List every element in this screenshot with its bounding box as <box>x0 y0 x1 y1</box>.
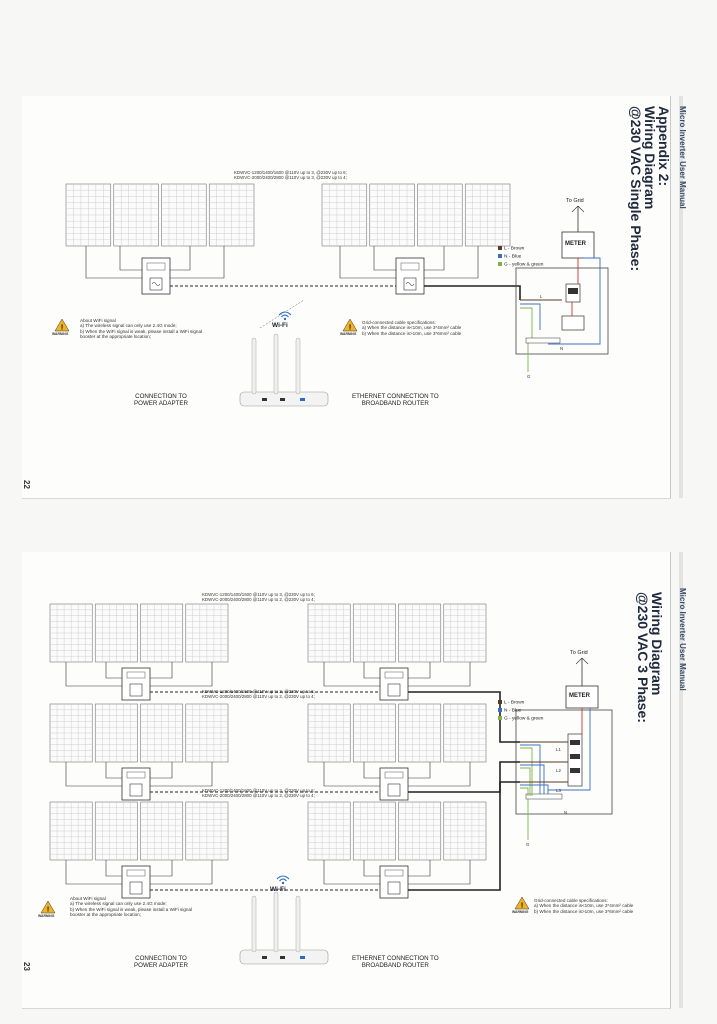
solar-panel <box>307 801 351 861</box>
to-grid-label: To Grid <box>566 198 584 204</box>
solar-panel <box>443 603 487 663</box>
solar-panel <box>94 703 138 763</box>
legend-item: N - Blue <box>498 708 521 714</box>
solar-panel <box>352 801 396 861</box>
solar-panel <box>49 801 93 861</box>
solar-panel <box>307 603 351 663</box>
warning-label: WARNING <box>512 910 529 914</box>
wifi-icon <box>278 311 292 321</box>
micro-inverter <box>379 865 409 899</box>
solar-panel <box>398 603 442 663</box>
warning-label: WARNING <box>340 332 357 336</box>
warning-icon: ! <box>342 318 358 337</box>
micro-inverter <box>121 865 151 899</box>
line-l2-label: L2 <box>556 768 561 773</box>
solar-panel <box>113 183 159 247</box>
solar-panel <box>464 183 511 247</box>
solar-panel-array <box>65 183 255 247</box>
model-note: KDWVC-1200/1400/1600 @110V up to 3, @230… <box>202 788 315 799</box>
solar-panel-array <box>307 603 487 663</box>
warning-label: WARNING <box>52 332 69 336</box>
legend-item: G - yellow & green <box>498 262 543 268</box>
solar-panel <box>185 603 229 663</box>
micro-inverter <box>121 667 151 701</box>
meter-label: METER <box>565 241 586 247</box>
warning-label: WARNING <box>38 914 55 918</box>
micro-inverter <box>121 767 151 801</box>
solar-panel <box>161 183 207 247</box>
solar-panel <box>65 183 112 247</box>
solar-panel-array <box>49 703 229 763</box>
warning-icon: ! <box>514 896 530 915</box>
wifi-icon <box>276 875 290 885</box>
solar-panel <box>208 183 255 247</box>
solar-panel-array <box>321 183 511 247</box>
solar-panel <box>49 703 93 763</box>
solar-panel-array <box>49 603 229 663</box>
micro-inverter <box>379 667 409 701</box>
solar-panel <box>369 183 415 247</box>
page-edge <box>679 552 683 1008</box>
solar-panel <box>140 603 184 663</box>
meter-label: METER <box>569 693 590 699</box>
page-edge <box>679 96 683 498</box>
legend-item: L - Brown <box>498 700 524 706</box>
solar-panel <box>398 703 442 763</box>
legend-item: G - yellow & green <box>498 716 543 722</box>
solar-panel <box>140 703 184 763</box>
solar-panel-array <box>307 703 487 763</box>
line-l3-label: L3 <box>556 788 561 793</box>
line-l1-label: L1 <box>556 747 561 752</box>
warning-icon: ! <box>54 318 70 337</box>
wifi-label: Wi-Fi <box>272 322 288 329</box>
solar-panel <box>307 703 351 763</box>
wifi-label: Wi-Fi <box>270 886 286 893</box>
solar-panel-array <box>49 801 229 861</box>
svg-text:!: ! <box>47 907 49 914</box>
solar-panel <box>443 703 487 763</box>
solar-panel <box>49 603 93 663</box>
line-n-label: N <box>560 346 564 351</box>
solar-panel <box>94 801 138 861</box>
solar-panel-array <box>307 801 487 861</box>
line-g-label: G <box>527 374 531 379</box>
solar-panel <box>398 801 442 861</box>
legend-item: L - Brown <box>498 246 524 252</box>
cable-spec: Grid-connected cable specifications:a) W… <box>534 898 634 914</box>
solar-panel <box>140 801 184 861</box>
svg-text:!: ! <box>521 903 523 910</box>
manual-page-22 <box>22 96 671 499</box>
svg-text:!: ! <box>349 325 351 332</box>
solar-panel <box>417 183 463 247</box>
solar-panel <box>94 603 138 663</box>
micro-inverter <box>379 767 409 801</box>
solar-panel <box>352 703 396 763</box>
cable-spec: Grid-connected cable specifications:a) W… <box>362 320 462 336</box>
solar-panel <box>352 603 396 663</box>
solar-panel <box>185 801 229 861</box>
model-note: KDWVC-1200/1400/1600 @110V up to 3, @230… <box>234 170 347 181</box>
line-l-label: L <box>540 294 543 299</box>
solar-panel <box>185 703 229 763</box>
legend-item: N - Blue <box>498 254 521 260</box>
warning-icon: ! <box>40 900 56 919</box>
solar-panel <box>321 183 368 247</box>
svg-text:!: ! <box>61 325 63 332</box>
model-note: KDWVC-1200/1400/1600 @110V up to 3, @230… <box>202 689 315 700</box>
line-g-label: G <box>526 842 530 847</box>
to-grid-label: To Grid <box>570 650 588 656</box>
model-note: KDWVC-1200/1400/1600 @110V up to 3, @230… <box>202 592 315 603</box>
solar-panel <box>443 801 487 861</box>
line-n-label: N <box>564 810 568 815</box>
